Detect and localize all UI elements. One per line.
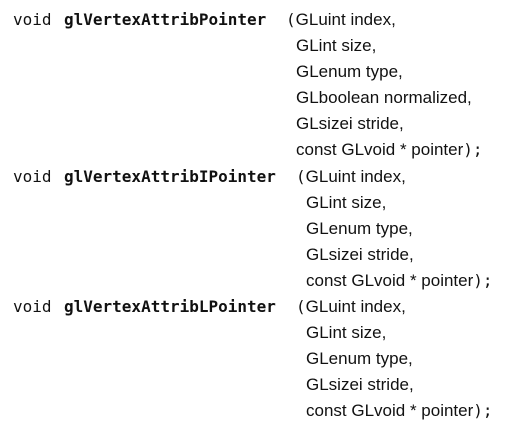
return-type: void (13, 10, 52, 29)
function-name: glVertexAttribIPointer (64, 167, 276, 186)
param: GLuint index, (305, 297, 406, 316)
param-group: (GLuint index, (286, 7, 396, 33)
param: const GLvoid * pointer (306, 401, 474, 420)
param: GLint size, (306, 323, 387, 342)
param: GLuint index, (305, 167, 406, 186)
param-group: const GLvoid * pointer); (296, 137, 483, 163)
closing-punct: ); (473, 271, 493, 290)
open-paren: ( (296, 297, 306, 316)
param: const GLvoid * pointer (296, 140, 464, 159)
param: GLsizei stride, (296, 114, 404, 133)
function-name: glVertexAttribLPointer (64, 297, 276, 316)
closing-punct: ); (463, 140, 483, 159)
param-group: const GLvoid * pointer); (306, 268, 493, 294)
open-paren: ( (296, 167, 306, 186)
param: GLenum type, (306, 349, 413, 368)
closing-punct: ); (473, 401, 493, 420)
param: GLboolean normalized, (296, 88, 472, 107)
return-type: void (13, 167, 52, 186)
param: GLsizei stride, (306, 375, 414, 394)
open-paren: ( (286, 10, 296, 29)
param-group: (GLuint index, (296, 164, 406, 190)
param: GLenum type, (306, 219, 413, 238)
function-name: glVertexAttribPointer (64, 10, 267, 29)
return-type: void (13, 297, 52, 316)
param-group: (GLuint index, (296, 294, 406, 320)
param-group: const GLvoid * pointer); (306, 398, 493, 424)
param: GLenum type, (296, 62, 403, 81)
param: const GLvoid * pointer (306, 271, 474, 290)
param: GLuint index, (295, 10, 396, 29)
param: GLint size, (306, 193, 387, 212)
param: GLint size, (296, 36, 377, 55)
param: GLsizei stride, (306, 245, 414, 264)
